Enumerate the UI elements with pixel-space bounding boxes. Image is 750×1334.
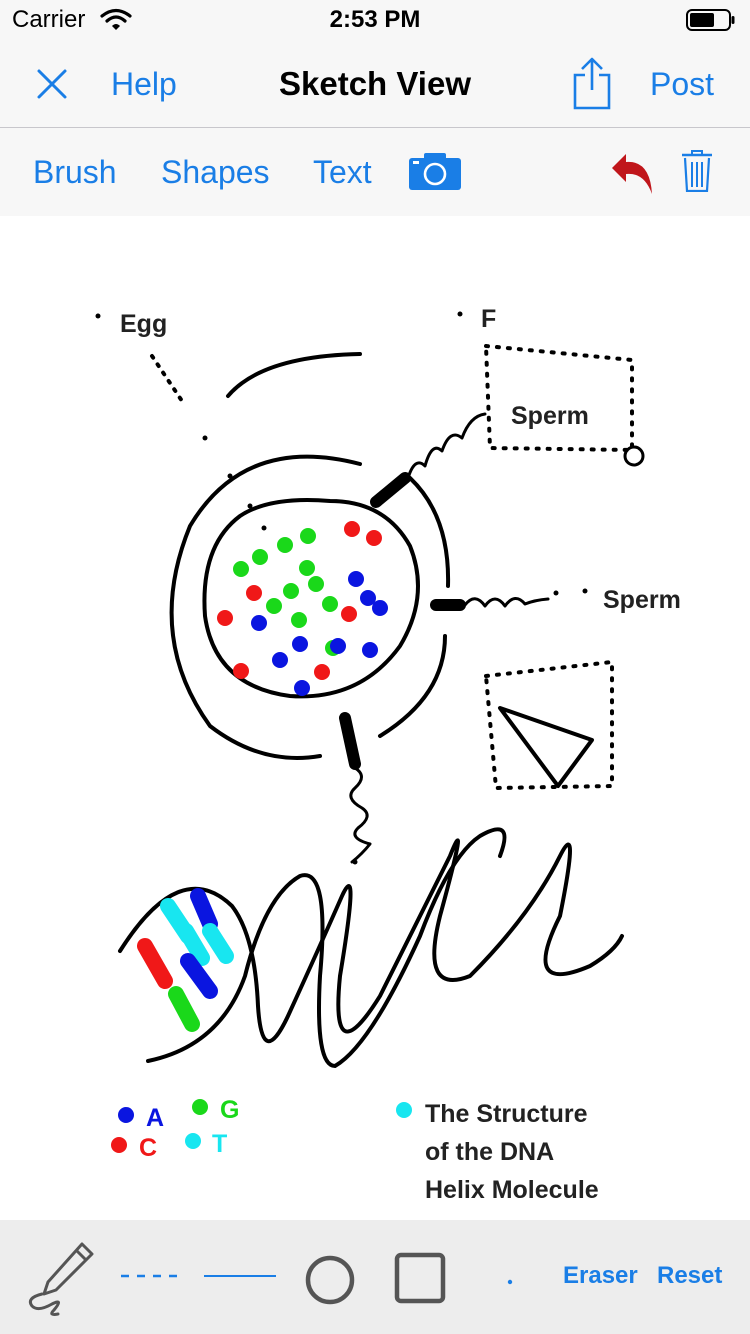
dashed-line-icon[interactable] [120,1270,182,1282]
share-icon[interactable] [572,56,612,110]
square-icon[interactable] [394,1252,446,1304]
eraser-button[interactable]: Eraser [563,1262,638,1289]
close-icon[interactable] [36,68,68,100]
drawing-toolbar: Brush Shapes Text [0,128,750,216]
shapes-button[interactable]: Shapes [161,154,270,190]
battery-icon [686,9,735,31]
pencil-icon[interactable] [24,1240,96,1316]
help-button[interactable]: Help [111,66,177,102]
undo-icon[interactable] [610,146,658,196]
status-bar: Carrier 2:53 PM [0,0,750,40]
sketch-canvas[interactable]: Egg F Sperm Sperm A G C T The Structure … [0,216,750,1220]
reset-button[interactable]: Reset [657,1262,723,1289]
navigation-bar: Help Sketch View Post [0,40,750,128]
trash-icon[interactable] [682,150,712,192]
carrier-label: Carrier [12,6,86,33]
camera-icon[interactable] [409,152,461,190]
text-button[interactable]: Text [313,154,372,190]
dot-icon[interactable] [504,1276,516,1288]
solid-line-icon[interactable] [203,1270,277,1282]
status-time: 2:53 PM [329,6,421,33]
brush-button[interactable]: Brush [33,154,117,190]
post-button[interactable]: Post [650,66,715,102]
bottom-toolbar: Eraser Reset [0,1220,750,1334]
sketch-drawing [95,311,645,1153]
circle-icon[interactable] [304,1254,356,1306]
wifi-icon [100,8,132,30]
